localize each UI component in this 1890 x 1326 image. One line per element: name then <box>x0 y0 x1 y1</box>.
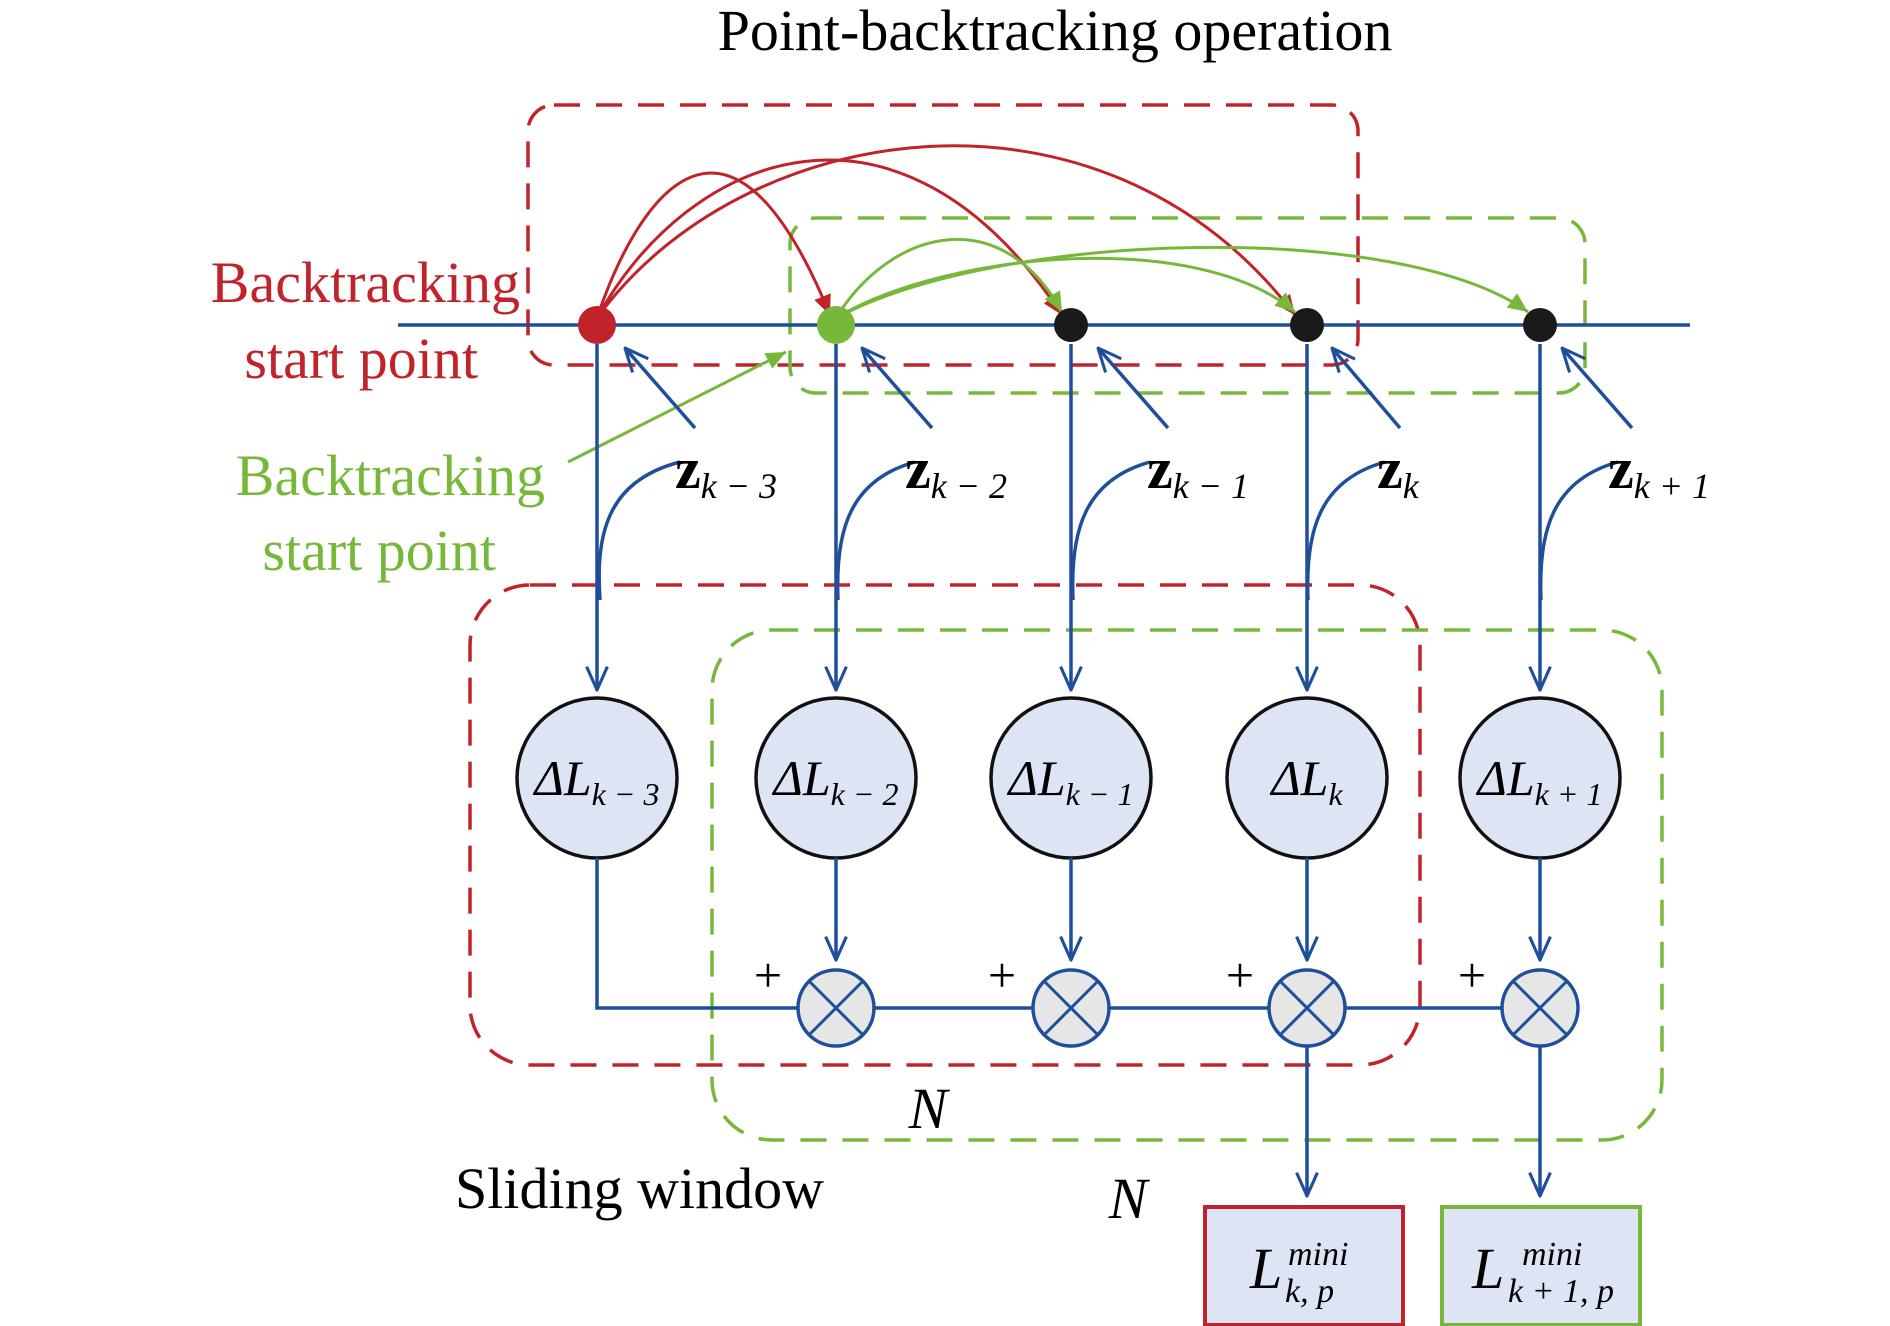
delta-label-k: ΔLk <box>1269 750 1343 812</box>
red-start-label-line1: Backtracking <box>211 250 520 315</box>
green-window-top <box>788 216 1587 395</box>
output-label-k+1-sup: mini <box>1522 1236 1582 1273</box>
output-label-k-sup: mini <box>1288 1236 1348 1273</box>
delta-label-k-1: ΔLk − 1 <box>1007 750 1134 812</box>
plus-sign-1: + <box>754 947 782 1003</box>
green-start-label-line2: start point <box>262 518 496 583</box>
green-arc-2 <box>835 256 1296 320</box>
sum-node-2 <box>1031 968 1111 1048</box>
red-start-label-line2: start point <box>244 326 478 391</box>
red-start-point <box>578 306 616 344</box>
green-arc-1 <box>834 237 1064 319</box>
output-box-k+1 <box>1440 1205 1642 1326</box>
meas-arrow-1 <box>862 348 934 430</box>
red-arc-2 <box>595 158 1064 319</box>
output-box-k <box>1203 1205 1405 1326</box>
timeline-point-k+1 <box>1523 308 1557 342</box>
measurement-z-k-2: zk − 2 <box>905 436 1007 506</box>
output-label-k-sub: k, p <box>1285 1273 1334 1310</box>
meas-arrow-3 <box>1332 348 1402 430</box>
measurement-z-k-1: zk − 1 <box>1147 436 1249 506</box>
accumulation-line <box>595 858 1540 1010</box>
window-size-green: N <box>1108 1166 1151 1231</box>
red-sliding-window <box>468 583 1422 1067</box>
green-start-label-line1: Backtracking <box>236 443 545 508</box>
green-sliding-window <box>710 628 1664 1142</box>
meas-curve-4 <box>1538 460 1619 601</box>
plus-sign-4: + <box>1458 947 1486 1003</box>
meas-curve-0 <box>597 460 681 601</box>
sum-node-4 <box>1500 968 1580 1048</box>
meas-curve-2 <box>1070 460 1151 601</box>
output-label-k+1-base: L <box>1471 1236 1504 1301</box>
green-arc-3 <box>835 245 1529 320</box>
plus-sign-2: + <box>988 947 1016 1003</box>
measurement-z-k-3: zk − 3 <box>675 436 777 506</box>
delta-label-k+1: ΔLk + 1 <box>1476 750 1603 812</box>
output-label-k+1-sub: k + 1, p <box>1508 1273 1614 1310</box>
plus-sign-3: + <box>1226 947 1254 1003</box>
red-arc-1 <box>595 171 832 319</box>
window-size-red: N <box>908 1076 951 1141</box>
output-label-k-base: L <box>1249 1236 1282 1301</box>
measurement-z-k+1: zk + 1 <box>1608 436 1710 506</box>
sliding-window-label: Sliding window <box>455 1156 824 1221</box>
red-window-top <box>526 103 1360 367</box>
sum-node-3 <box>1267 968 1347 1048</box>
meas-arrow-2 <box>1098 348 1170 430</box>
green-start-point <box>817 306 855 344</box>
sum-node-1 <box>796 968 876 1048</box>
meas-arrow-4 <box>1562 348 1634 430</box>
meas-curve-1 <box>835 460 916 601</box>
delta-label-k-2: ΔLk − 2 <box>772 750 899 812</box>
meas-arrow-0 <box>625 348 697 430</box>
meas-curve-3 <box>1305 460 1386 601</box>
red-arc-3 <box>595 144 1297 319</box>
diagram-title: Point-backtracking operation <box>718 0 1393 63</box>
timeline-point-k-1 <box>1054 308 1088 342</box>
measurement-z-k: zk <box>1377 436 1420 506</box>
delta-label-k-3: ΔLk − 3 <box>533 750 660 812</box>
timeline-point-k <box>1290 308 1324 342</box>
